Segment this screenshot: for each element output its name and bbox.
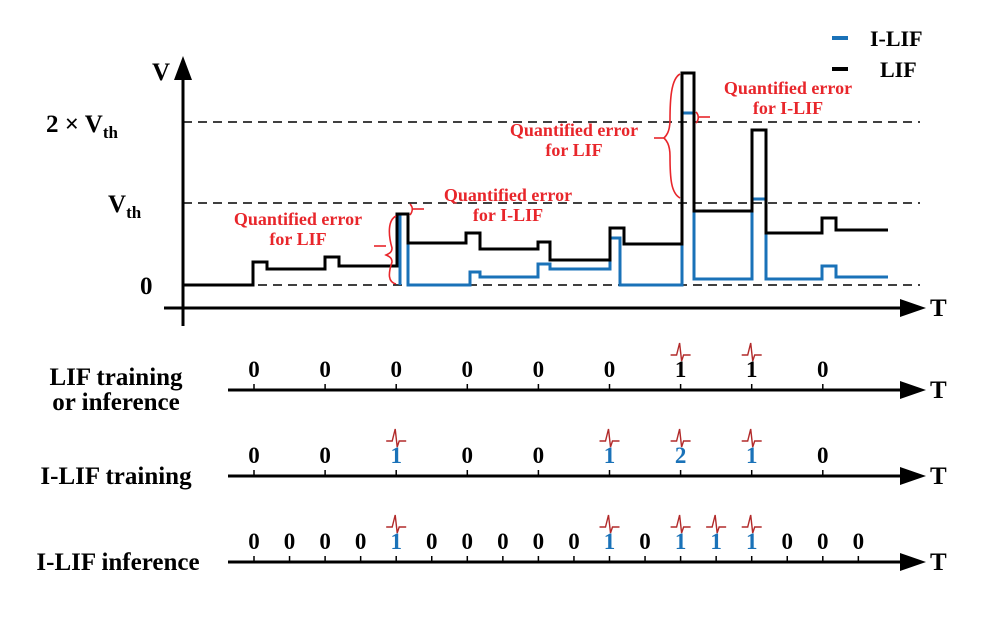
row-ilif-inference-value: 1: [746, 529, 758, 554]
row-ilif-inference-value: 0: [284, 529, 296, 554]
vth-prefix: V: [108, 191, 126, 218]
row-ilif-training-value: 0: [533, 443, 545, 468]
row-ilif-inference-value: 1: [710, 529, 722, 554]
spike-icon: [386, 428, 407, 448]
vth-tick-label: Vth: [108, 191, 142, 222]
error-brackets: [374, 73, 710, 285]
ilif-trace: [398, 111, 888, 287]
row-ilif-training: I-LIF training T 0 0 1 0 0 1 2 1 0: [40, 428, 947, 490]
row-lif-value: 0: [817, 357, 829, 382]
row-ilif-inference-value: 0: [853, 529, 865, 554]
row-ilif-inference-value: 1: [604, 529, 616, 554]
bracket-ilif-1: [409, 203, 414, 216]
vth-subscript: th: [126, 203, 142, 222]
row-lif-axis-arrow: [900, 381, 926, 399]
row-lif-value: 0: [533, 357, 545, 382]
row-lif-value: 1: [746, 357, 758, 382]
legend-lif-label: LIF: [880, 57, 917, 82]
row-lif-label-line1: LIF training: [49, 364, 183, 391]
annotations: Quantified error for LIF Quantified erro…: [234, 78, 852, 249]
spike-icon: [706, 514, 727, 534]
spike-icon: [741, 428, 762, 448]
row-ilif-inference-value: 1: [390, 529, 402, 554]
spike-icon: [670, 428, 691, 448]
legend: I-LIF LIF: [832, 26, 923, 82]
row-ilif-inference-value: 0: [782, 529, 794, 554]
zero-tick-label: 0: [140, 273, 153, 300]
bracket-lif-2: [662, 73, 681, 199]
row-ilif-inference-value: 0: [817, 529, 829, 554]
row-ilif-training-label: I-LIF training: [40, 463, 192, 490]
row-ilif-training-value: 0: [248, 443, 260, 468]
two-vth-subscript: th: [103, 123, 119, 142]
row-lif-value: 1: [675, 357, 687, 382]
row-ilif-training-axis-label: T: [930, 463, 947, 490]
row-lif-label-line2: or inference: [52, 389, 180, 416]
row-ilif-inference-value: 0: [248, 529, 260, 554]
row-ilif-inference-value: 0: [639, 529, 651, 554]
row-lif-value: 0: [604, 357, 616, 382]
row-ilif-training-value: 2: [675, 443, 687, 468]
spike-icon: [741, 342, 762, 362]
annotation-ilif-1-line2: for I-LIF: [473, 205, 543, 225]
row-ilif-training-value: 1: [390, 443, 402, 468]
spike-icon: [599, 514, 620, 534]
row-ilif-inference-value: 0: [355, 529, 367, 554]
lif-trace: [183, 71, 888, 287]
annotation-lif-1-line2: for LIF: [269, 229, 326, 249]
two-vth-tick-label: 2 × Vth: [46, 111, 119, 142]
row-ilif-training-axis-arrow: [900, 467, 926, 485]
legend-ilif-label: I-LIF: [870, 26, 923, 51]
row-lif-value: 0: [462, 357, 474, 382]
annotation-ilif-2-line2: for I-LIF: [753, 98, 823, 118]
row-ilif-training-value: 0: [319, 443, 331, 468]
row-lif-training: LIF training or inference T 0 0 0 0 0 0 1 1 0: [49, 342, 947, 416]
annotation-lif-2-line2: for LIF: [545, 140, 602, 160]
bracket-lif-1: [384, 215, 397, 285]
annotation-ilif-1-line1: Quantified error: [444, 185, 572, 205]
row-ilif-inference-value: 1: [675, 529, 687, 554]
annotation-lif-2-line1: Quantified error: [510, 120, 638, 140]
row-ilif-inference-axis-arrow: [900, 553, 926, 571]
row-ilif-inference-value: 0: [462, 529, 474, 554]
voltage-plot-axes: V T 2 × Vth Vth 0: [46, 56, 947, 326]
row-lif-value: 0: [248, 357, 260, 382]
spike-icon: [670, 514, 691, 534]
spike-icon: [741, 514, 762, 534]
row-ilif-inference-axis-label: T: [930, 549, 947, 576]
row-lif-values: 0 0 0 0 0 0 1 1 0: [248, 342, 829, 390]
row-ilif-training-value: 0: [817, 443, 829, 468]
row-ilif-inference-value: 0: [426, 529, 438, 554]
row-ilif-training-value: 0: [462, 443, 474, 468]
row-ilif-inference-value: 0: [497, 529, 509, 554]
row-ilif-inference-label: I-LIF inference: [36, 549, 199, 576]
y-axis-label: V: [152, 59, 170, 86]
spike-icon: [670, 342, 691, 362]
y-axis-arrow: [174, 56, 192, 80]
annotation-ilif-2-line1: Quantified error: [724, 78, 852, 98]
annotation-lif-1-line1: Quantified error: [234, 209, 362, 229]
row-ilif-training-value: 1: [604, 443, 616, 468]
row-ilif-inference-value: 0: [319, 529, 331, 554]
row-ilif-training-value: 1: [746, 443, 758, 468]
spike-icon: [599, 428, 620, 448]
row-ilif-training-values: 0 0 1 0 0 1 2 1 0: [248, 428, 829, 476]
row-ilif-inference-value: 0: [568, 529, 580, 554]
row-lif-value: 0: [319, 357, 331, 382]
spike-icon: [386, 514, 407, 534]
two-vth-prefix: 2 × V: [46, 111, 103, 138]
row-lif-value: 0: [390, 357, 402, 382]
x-axis-arrow: [900, 299, 926, 317]
row-ilif-inference-value: 0: [533, 529, 545, 554]
bracket-ilif-2: [695, 111, 700, 124]
x-axis-label: T: [930, 295, 947, 322]
row-lif-axis-label: T: [930, 377, 947, 404]
